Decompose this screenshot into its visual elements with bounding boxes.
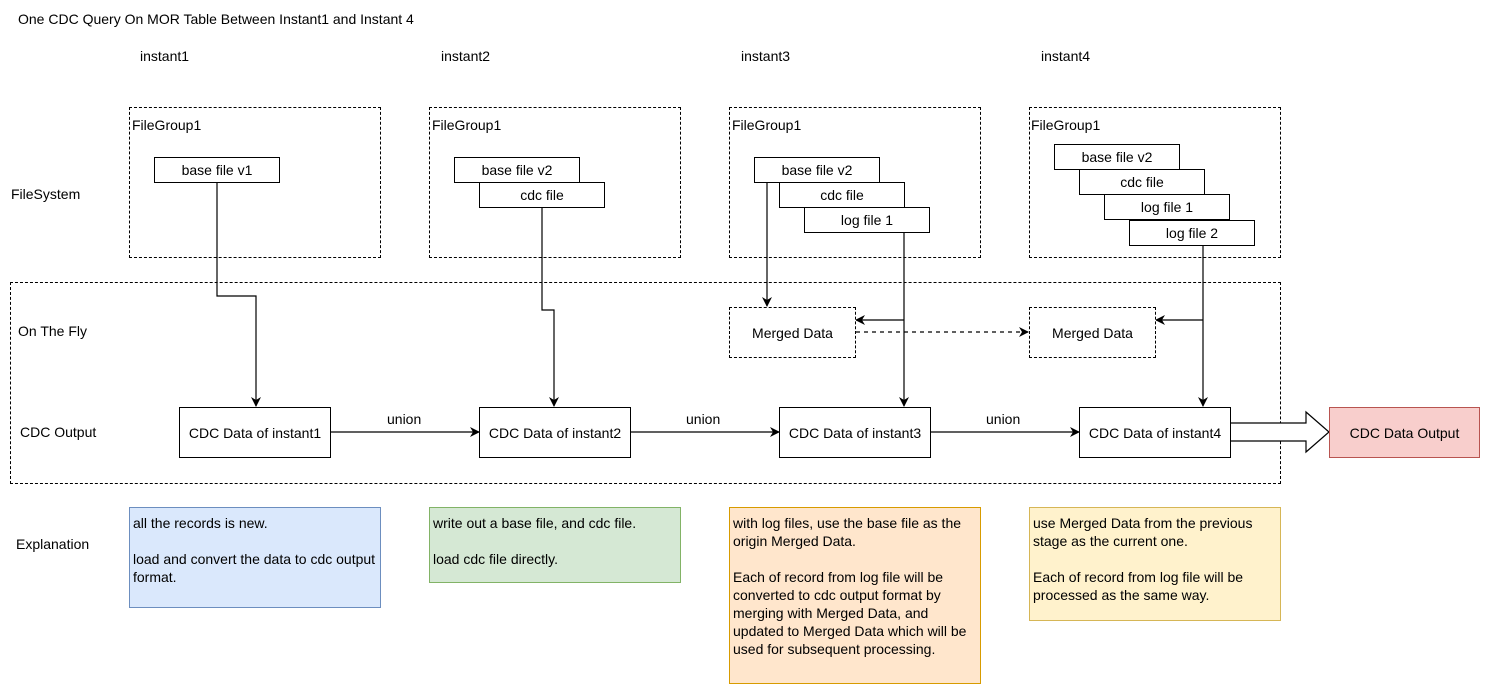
g3-log-file-1: log file 1	[804, 207, 930, 233]
filegroup-label-4: FileGroup1	[1031, 117, 1101, 133]
cdc-data-instant4: CDC Data of instant4	[1079, 407, 1231, 458]
filegroup-label-3: FileGroup1	[732, 117, 802, 133]
cdc-data-output-box: CDC Data Output	[1329, 407, 1480, 458]
explanation-text-1: all the records is new. load and convert…	[133, 515, 376, 585]
row-label-onthefly: On The Fly	[18, 323, 87, 339]
base-file-v1: base file v1	[154, 157, 280, 183]
row-label-explanation: Explanation	[16, 536, 90, 552]
cdc-data-instant3: CDC Data of instant3	[779, 407, 931, 458]
filegroup-label-2: FileGroup1	[432, 117, 502, 133]
row-label-cdc-output: CDC Output	[20, 424, 97, 440]
explanation-text-3: with log files, use the base file as the…	[733, 515, 967, 657]
g3-base-file-v2: base file v2	[754, 157, 880, 183]
filegroup-label-1: FileGroup1	[132, 117, 202, 133]
filegroup-container-4	[1029, 107, 1281, 258]
instant-label-2: instant2	[441, 48, 491, 64]
filegroup-container-3	[729, 107, 981, 258]
explanation-text-4: use Merged Data from the previous stage …	[1033, 515, 1253, 603]
explanation-instant2: write out a base file, and cdc file. loa…	[429, 507, 681, 583]
union-label-3: union	[986, 411, 1021, 427]
instant-label-1: instant1	[140, 48, 190, 64]
instant-label-4: instant4	[1041, 48, 1091, 64]
g2-cdc-file: cdc file	[479, 182, 605, 208]
g4-log-file-2: log file 2	[1129, 220, 1255, 246]
merged-data-1: Merged Data	[729, 307, 856, 358]
merged-data-2: Merged Data	[1029, 307, 1156, 358]
g2-base-file-v2: base file v2	[454, 157, 580, 183]
filegroup-container-1	[129, 107, 381, 258]
explanation-text-2: write out a base file, and cdc file. loa…	[433, 515, 637, 567]
cdc-data-instant2: CDC Data of instant2	[479, 407, 631, 458]
union-label-1: union	[387, 411, 422, 427]
diagram-title: One CDC Query On MOR Table Between Insta…	[18, 11, 414, 27]
instant-label-3: instant3	[741, 48, 791, 64]
g4-base-file-v2: base file v2	[1054, 144, 1180, 170]
cdc-data-instant1: CDC Data of instant1	[179, 407, 331, 458]
on-the-fly-container	[10, 282, 1281, 484]
explanation-instant1: all the records is new. load and convert…	[129, 507, 381, 608]
explanation-instant4: use Merged Data from the previous stage …	[1029, 507, 1281, 621]
union-label-2: union	[686, 411, 721, 427]
filegroup-container-2	[429, 107, 681, 258]
g4-cdc-file: cdc file	[1079, 169, 1205, 195]
g3-cdc-file: cdc file	[779, 182, 905, 208]
g4-log-file-1: log file 1	[1104, 194, 1230, 220]
explanation-instant3: with log files, use the base file as the…	[729, 507, 981, 684]
row-label-filesystem: FileSystem	[11, 186, 81, 202]
